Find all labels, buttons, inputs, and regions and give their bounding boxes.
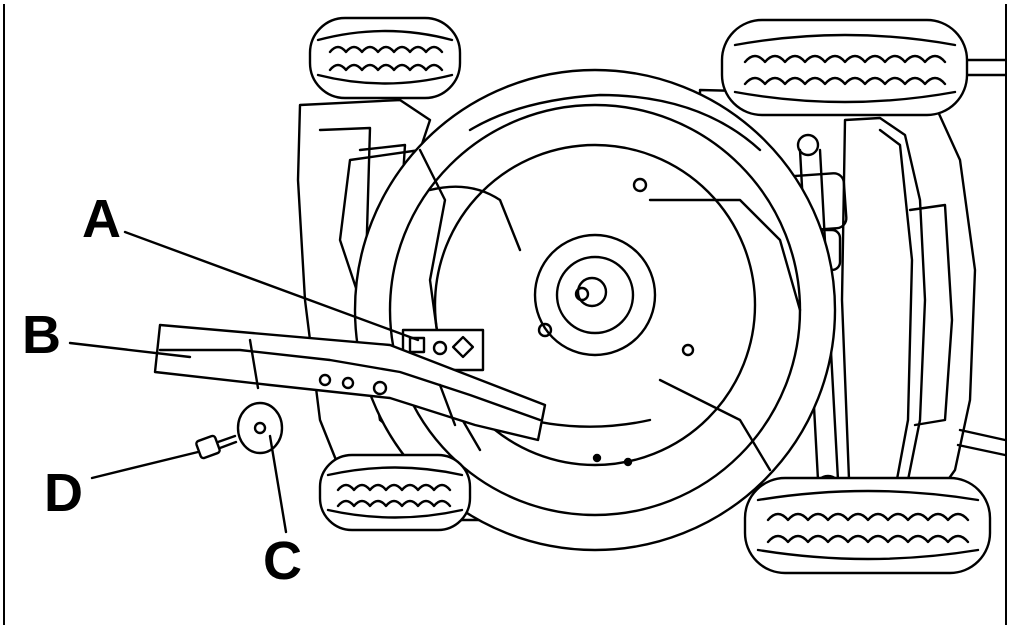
blade xyxy=(153,323,547,442)
leader-line-d xyxy=(90,450,200,480)
cutting-deck xyxy=(353,68,837,552)
washer xyxy=(236,401,284,455)
callout-b: B xyxy=(22,305,61,365)
rear-left-wheel xyxy=(318,453,472,532)
callout-a: A xyxy=(82,189,121,249)
leader-line-b xyxy=(68,341,192,359)
leader-line-c xyxy=(268,434,288,534)
callout-d: D xyxy=(44,463,83,523)
bolt xyxy=(195,434,238,460)
front-right-wheel xyxy=(720,18,969,117)
leader-line-a xyxy=(123,230,420,342)
callout-c: C xyxy=(263,531,302,591)
front-left-wheel xyxy=(308,16,462,100)
rear-right-wheel xyxy=(743,476,992,575)
